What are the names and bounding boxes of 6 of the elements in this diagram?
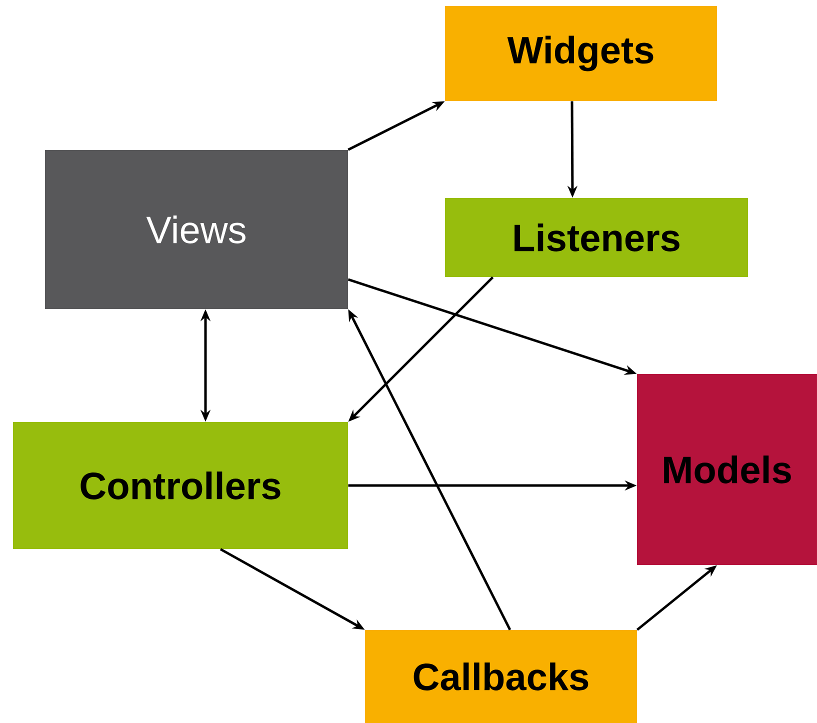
process-box: Models bbox=[637, 374, 817, 565]
process-box: Widgets bbox=[445, 6, 717, 101]
process-box: Views bbox=[45, 150, 348, 309]
process-box: Controllers bbox=[13, 422, 348, 549]
process-box: Listeners bbox=[445, 198, 748, 277]
process-box: Callbacks bbox=[365, 630, 637, 723]
